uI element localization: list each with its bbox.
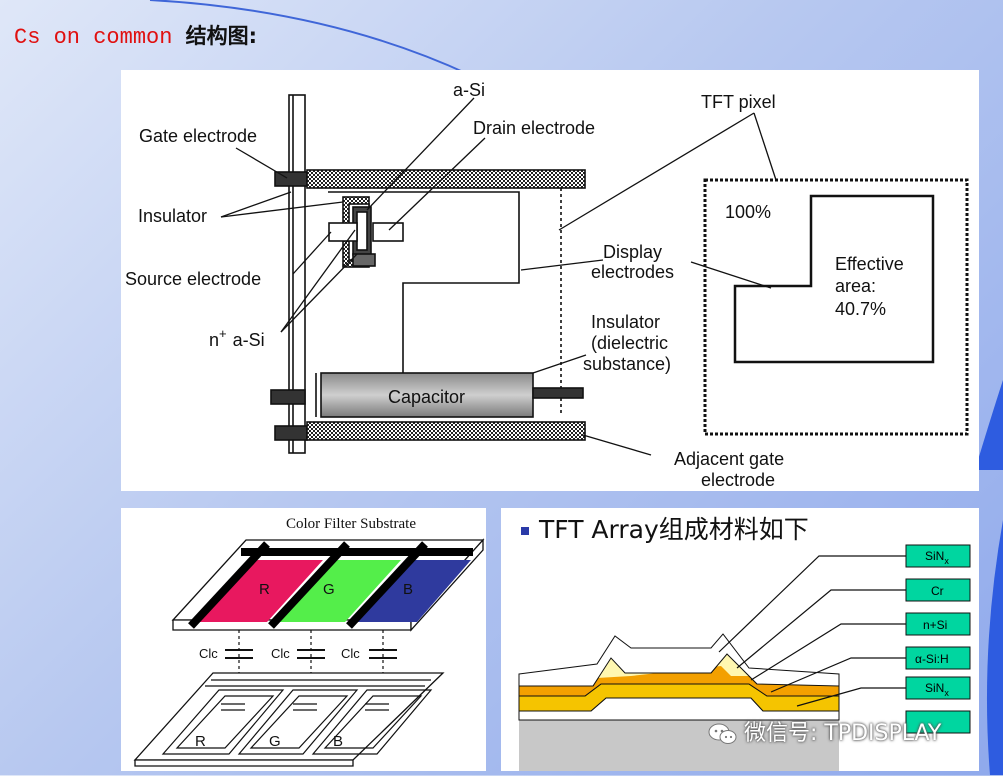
tft-cell-g-label: G <box>269 733 281 750</box>
tag-cr-label: Cr <box>931 584 944 598</box>
cell-b <box>353 560 471 622</box>
tft-array-diagram: TFT Array组成材料如下 SiNx Cr n+Si α-Si:H <box>501 508 979 771</box>
wechat-icon <box>708 723 737 744</box>
tag-sinx-top <box>905 544 971 568</box>
label-adjacent-gate-2: electrode <box>701 470 775 490</box>
label-display-1: Display <box>603 242 662 262</box>
pixel-structure-diagram: a-Si Gate electrode Drain electrode TFT … <box>121 70 979 491</box>
cell-r <box>195 560 323 622</box>
label-tft-pixel: TFT pixel <box>701 92 776 112</box>
clc-label-3: Clc <box>341 646 360 661</box>
tag-a-si-h <box>905 646 971 670</box>
color-filter-svg: Color Filter Substrate R G B Clc Clc Clc <box>133 516 485 767</box>
label-insulator: Insulator <box>138 206 207 226</box>
tag-n-si-label: n+Si <box>923 618 947 632</box>
cell-r-label: R <box>259 581 270 598</box>
label-effective-2: area: <box>835 276 876 296</box>
label-a-si: a-Si <box>453 80 485 100</box>
tag-sinx-bottom-label: SiNx <box>925 681 949 698</box>
tag-partial <box>905 710 971 734</box>
bullet-icon <box>521 527 529 535</box>
tft-array-svg: SiNx Cr n+Si α-Si:H SiNx <box>518 544 971 771</box>
label-capacitor: Capacitor <box>388 387 465 407</box>
color-filter-diagram: Color Filter Substrate R G B Clc Clc Clc <box>121 508 486 771</box>
label-gate-electrode: Gate electrode <box>139 126 257 146</box>
label-drain-electrode: Drain electrode <box>473 118 595 138</box>
tag-sinx-bottom <box>905 676 971 700</box>
label-effective-3: 40.7% <box>835 299 886 319</box>
label-insulator-dielectric-1: Insulator <box>591 312 660 332</box>
slide-title: Cs on common 结构图: <box>14 24 258 50</box>
tft-cell-r-label: R <box>195 733 206 750</box>
label-insulator-dielectric-2: (dielectric <box>591 333 668 353</box>
tag-n-si <box>905 612 971 636</box>
tft-array-heading: TFT Array组成材料如下 <box>521 510 809 546</box>
pixel-structure-svg: a-Si Gate electrode Drain electrode TFT … <box>125 80 969 490</box>
cell-b-label: B <box>403 581 413 598</box>
label-n-plus-a-si: n+a-Si <box>209 326 265 350</box>
tft-cell-b-label: B <box>333 733 343 750</box>
clc-label-2: Clc <box>271 646 290 661</box>
cell-g <box>275 560 401 622</box>
label-effective-1: Effective <box>835 254 904 274</box>
tag-sinx-top-label: SiNx <box>925 549 949 566</box>
watermark: 微信号: TPDISPLAY <box>708 715 941 747</box>
tag-a-si-h-label: α-Si:H <box>915 652 949 666</box>
label-insulator-dielectric-3: substance) <box>583 354 671 374</box>
label-display-2: electrodes <box>591 262 674 282</box>
cell-g-label: G <box>323 581 335 598</box>
label-source-electrode: Source electrode <box>125 269 261 289</box>
label-full-area: 100% <box>725 202 771 222</box>
tag-cr <box>905 578 971 602</box>
color-filter-title: Color Filter Substrate <box>286 516 416 532</box>
clc-label-1: Clc <box>199 646 218 661</box>
label-adjacent-gate-1: Adjacent gate <box>674 449 784 469</box>
